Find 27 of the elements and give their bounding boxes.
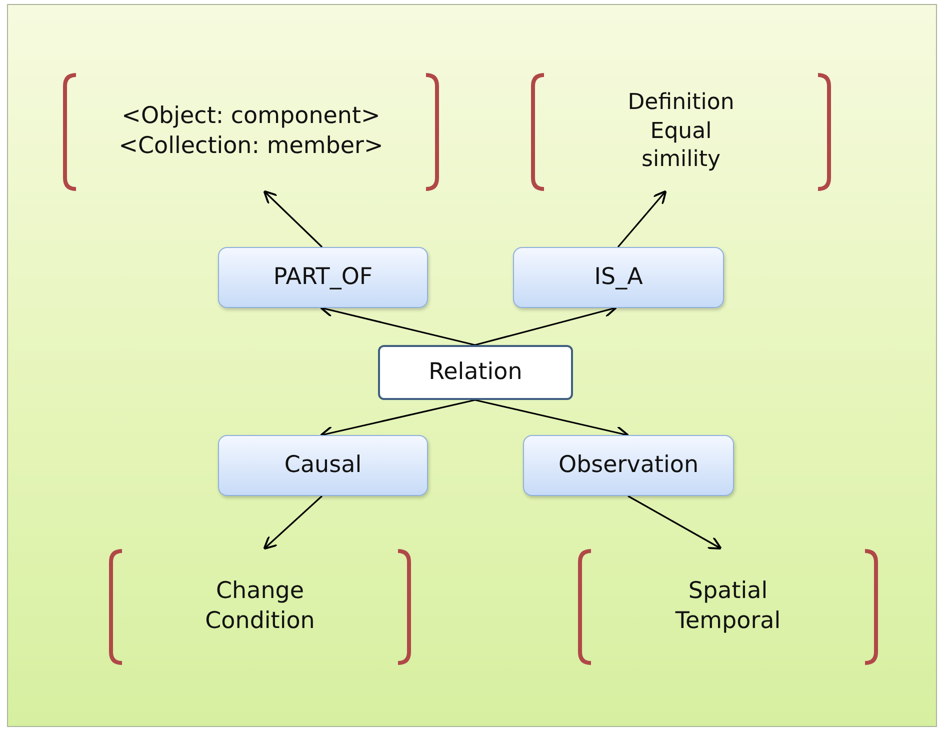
node-label: IS_A (594, 262, 643, 292)
node-label: Causal (284, 450, 362, 480)
arrow (617, 190, 667, 248)
list-item-text: Temporal (675, 607, 781, 636)
arrow (628, 495, 722, 550)
relation-box (378, 345, 573, 400)
arrow (263, 190, 323, 248)
list-item-text: Condition (205, 607, 315, 636)
bracketed-list (530, 72, 832, 192)
node-label: Observation (558, 450, 699, 480)
list-item-text: Spatial (688, 577, 768, 606)
bracketed-list (577, 548, 879, 666)
list-item-text: Definition (628, 89, 734, 118)
list-item-text: <Collection: member> (118, 132, 384, 161)
bracketed-list (62, 72, 440, 192)
node-label: Relation (428, 358, 522, 387)
list-item-text: Change (216, 577, 304, 606)
category-box (218, 435, 428, 496)
category-box (218, 247, 428, 308)
list-item-text: Equal (650, 118, 712, 146)
bracketed-list (108, 548, 412, 666)
category-box (523, 435, 734, 496)
list-item-text: simility (642, 146, 720, 174)
category-box (513, 247, 724, 308)
node-label: PART_OF (273, 262, 373, 292)
list-item-text: <Object: component> (122, 102, 380, 132)
arrow (263, 495, 323, 550)
